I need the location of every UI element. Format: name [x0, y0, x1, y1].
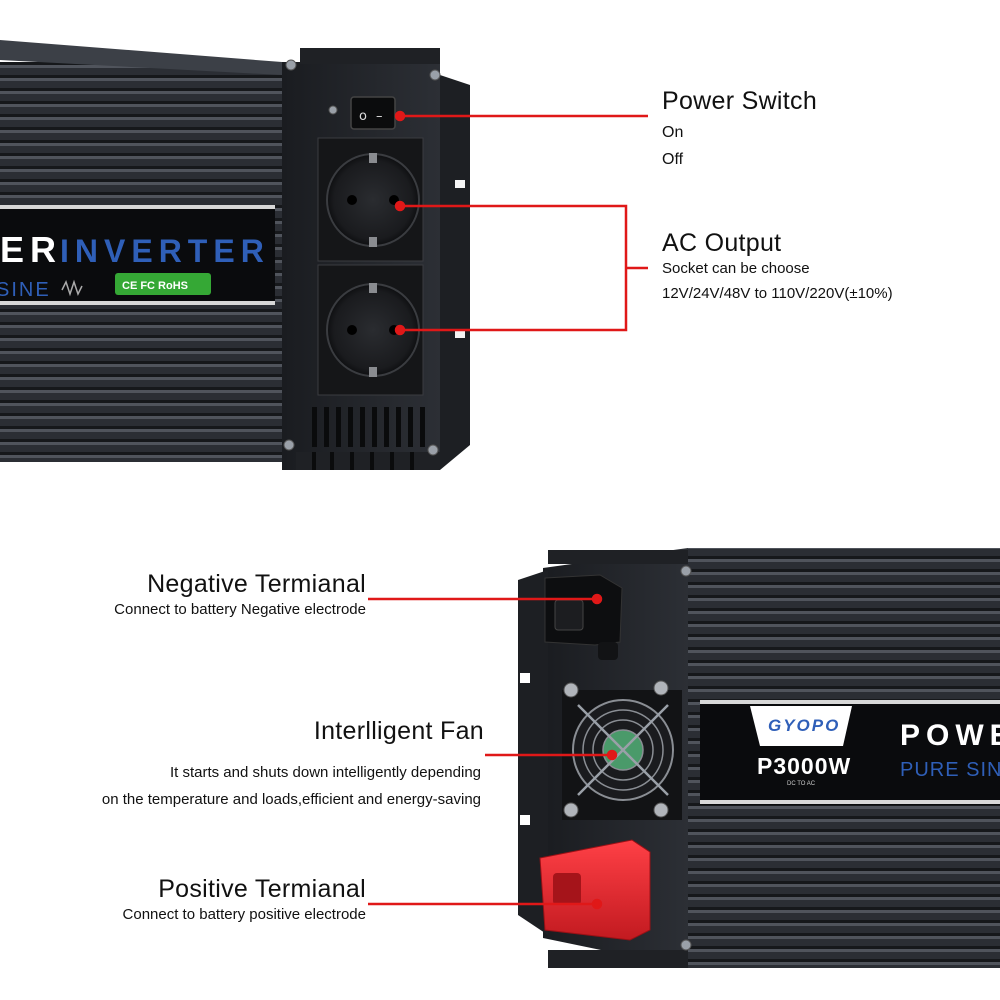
ac-socket-1[interactable]	[326, 153, 420, 247]
ac-output-line2: 12V/24V/48V to 110V/220V(±10%)	[662, 285, 893, 302]
top-label-inverter: INVERTER	[60, 233, 270, 269]
negative-terminal-title: Negative Termianal	[147, 570, 366, 598]
model-subtitle: DC TO AC	[787, 781, 816, 787]
positive-terminal-desc: Connect to battery positive electrode	[122, 906, 366, 923]
sine-wave-icon	[61, 279, 83, 297]
power-switch[interactable]	[350, 96, 396, 130]
brand-logo: GYOPO	[768, 716, 840, 735]
switch-on-mark: o	[359, 109, 367, 124]
model-name: P3000W	[757, 753, 851, 779]
negative-terminal-desc: Connect to battery Negative electrode	[114, 601, 366, 618]
power-switch-off-label: Off	[662, 151, 684, 168]
cert-badge-text: CE FC RoHS	[122, 280, 188, 292]
callout-lines	[368, 110, 648, 910]
positive-terminal-title: Positive Termianal	[158, 875, 366, 903]
fan-desc-line2: on the temperature and loads,efficient a…	[101, 791, 481, 808]
bottom-label-band	[700, 700, 1000, 805]
top-label-sine: SINE	[0, 279, 51, 301]
inverter-top-view: ER INVERTER SINE CE FC RoHS	[0, 40, 470, 470]
top-label-power: ER	[0, 229, 62, 270]
fan-title: Interlligent Fan	[313, 717, 484, 745]
ac-output-title: AC Output	[662, 229, 782, 257]
power-switch-on-label: On	[662, 124, 684, 141]
ac-output-line1: Socket can be choose	[662, 260, 810, 277]
power-switch-title: Power Switch	[662, 87, 818, 115]
brand-plate	[750, 706, 852, 746]
fan-desc-line1: It starts and shuts down intelligently d…	[169, 764, 481, 781]
switch-off-mark: –	[376, 109, 383, 124]
bottom-label-sine: PURE SINE	[900, 759, 1000, 781]
cert-badge	[115, 273, 211, 295]
bottom-label-power: POWER	[900, 719, 1000, 752]
positive-terminal[interactable]	[539, 839, 651, 941]
